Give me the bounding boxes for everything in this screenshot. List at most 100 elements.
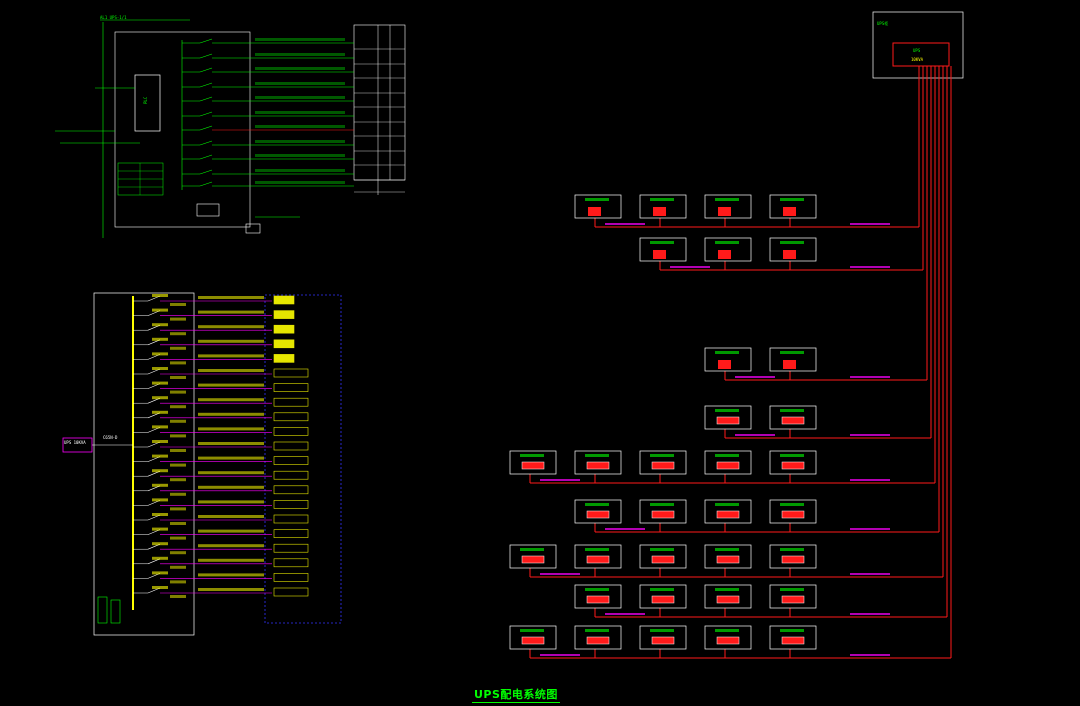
circuit-rating-label xyxy=(170,507,186,511)
circuit-rating-label xyxy=(170,390,186,394)
circuit-cable-spec xyxy=(198,325,264,329)
circuit-rating-label xyxy=(170,346,186,350)
device-red-block xyxy=(716,510,740,519)
top-row-breaker xyxy=(199,169,213,175)
device-label xyxy=(780,409,804,412)
device-label xyxy=(650,629,674,632)
device-red-block xyxy=(588,207,601,216)
device-box xyxy=(574,544,622,569)
circuit-breaker-label xyxy=(152,294,168,297)
circuit-rating-label xyxy=(170,536,186,540)
device-red-block xyxy=(521,555,545,564)
circuit-cable-spec xyxy=(198,412,264,416)
device-red-block xyxy=(783,207,796,216)
diagram-title: UPS配电系统图 xyxy=(472,688,560,703)
feed-label xyxy=(850,266,890,268)
device-box xyxy=(639,237,687,262)
device-red-block xyxy=(716,636,740,645)
circuit-load-box xyxy=(273,529,309,538)
device-red-block xyxy=(586,510,610,519)
circuit-breaker-label xyxy=(152,396,168,400)
device-red-block xyxy=(716,416,740,425)
circuit-breaker-label xyxy=(152,498,168,502)
circuit-load-box xyxy=(273,295,295,305)
device-red-block xyxy=(521,461,545,470)
device-red-block xyxy=(586,636,610,645)
device-red-block xyxy=(586,595,610,604)
device-label xyxy=(650,454,674,457)
circuit-breaker-label xyxy=(152,454,168,458)
device-red-block xyxy=(718,207,731,216)
circuit-rating-label xyxy=(170,478,186,482)
top-row-text-block xyxy=(255,154,345,157)
top-row-text-block xyxy=(255,140,345,143)
circuit-load-box xyxy=(273,324,295,334)
circuit-rating-label xyxy=(170,580,186,584)
device-label xyxy=(585,629,609,632)
feed-label xyxy=(735,376,775,378)
circuit-breaker-label xyxy=(152,571,168,575)
circuit-load-box xyxy=(273,485,309,495)
circuit-cable-spec xyxy=(198,398,264,402)
circuit-breaker-label xyxy=(152,483,168,487)
device-label xyxy=(585,503,609,506)
device-label xyxy=(650,588,674,591)
top-row-text-block xyxy=(255,96,345,99)
device-red-block xyxy=(653,207,666,216)
meter-box-2 xyxy=(110,599,121,624)
circuit-rating-label xyxy=(170,332,186,336)
circuit-load-box xyxy=(273,543,309,553)
circuit-cable-spec xyxy=(198,339,264,343)
top-row-breaker xyxy=(199,181,213,187)
plc-module xyxy=(134,74,161,132)
device-red-block xyxy=(781,555,805,564)
device-label xyxy=(715,548,739,551)
feed-label xyxy=(540,654,580,656)
feed-label xyxy=(605,223,645,225)
device-box xyxy=(574,584,622,609)
circuit-cable-spec xyxy=(198,354,264,358)
control-unit xyxy=(196,203,220,217)
feeder-lines xyxy=(529,66,952,659)
device-red-block xyxy=(586,461,610,470)
circuit-breaker-label xyxy=(152,337,168,341)
device-label xyxy=(780,629,804,632)
ups-source-label: UPS 10KVA xyxy=(64,440,86,445)
circuit-rating-label xyxy=(170,376,186,379)
device-label xyxy=(585,454,609,457)
device-label xyxy=(715,198,739,201)
device-label xyxy=(650,198,674,201)
device-red-block xyxy=(651,636,675,645)
circuit-load-box xyxy=(273,397,309,407)
top-row-breaker xyxy=(199,111,213,117)
top-row-breaker xyxy=(199,125,213,131)
top-row-breaker xyxy=(199,38,213,44)
top-row-breaker xyxy=(199,154,213,160)
feed-label xyxy=(540,479,580,481)
top-row-text-block xyxy=(255,111,345,114)
circuit-load-box xyxy=(273,456,309,465)
device-box xyxy=(704,544,752,569)
top-row-breaker xyxy=(199,67,213,73)
top-row-breaker xyxy=(199,53,213,59)
device-label xyxy=(715,409,739,412)
device-label xyxy=(585,588,609,591)
device-red-block xyxy=(651,461,675,470)
circuit-cable-spec xyxy=(198,369,264,372)
circuit-load-box xyxy=(273,514,309,524)
feed-label xyxy=(850,573,890,575)
circuit-cable-spec xyxy=(198,558,264,562)
device-red-block xyxy=(781,636,805,645)
circuit-load-box xyxy=(273,427,309,436)
top-row-text-block xyxy=(255,53,345,56)
circuit-breaker-label xyxy=(152,425,168,429)
device-label xyxy=(715,588,739,591)
circuit-cable-spec xyxy=(198,310,264,314)
circuit-cable-spec xyxy=(198,544,264,548)
device-box xyxy=(574,499,622,524)
feed-label xyxy=(605,528,645,530)
feed-label xyxy=(850,654,890,656)
cabinet-ups-sub: 10KVA xyxy=(911,57,924,62)
device-label xyxy=(715,503,739,506)
device-box xyxy=(769,499,817,524)
